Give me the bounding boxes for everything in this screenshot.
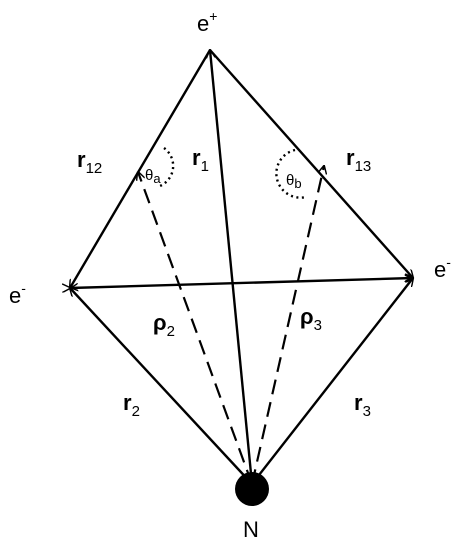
vector-rho2-label: ρ2 [153,310,175,340]
vector-rho3-label: ρ3 [300,304,322,334]
electron-right-label: e- [434,254,451,282]
nucleus-label: N [243,517,259,542]
vector-rho3-line [250,166,324,485]
vector-r12-label: r12 [77,147,102,177]
vector-r3-label: r3 [354,390,371,420]
vector-r13-label: r13 [346,145,371,175]
electron-electron-line [70,278,413,288]
vector-r3-line [251,278,413,485]
vector-r12-line [70,49,212,288]
vector-r1-line [210,50,254,485]
nucleus-dot [235,472,269,506]
vector-r2-line [70,288,253,485]
angle-a-label: θa [145,167,161,186]
positron-label: e+ [197,8,217,36]
electron-left-label: e- [9,280,26,308]
vector-rho2-line [138,172,254,485]
vector-r2-label: r2 [123,390,140,420]
angle-a-arc [159,147,175,188]
angle-b-label: θb [286,172,302,191]
vector-r13-line [209,49,413,278]
vector-r1-label: r1 [192,145,209,175]
